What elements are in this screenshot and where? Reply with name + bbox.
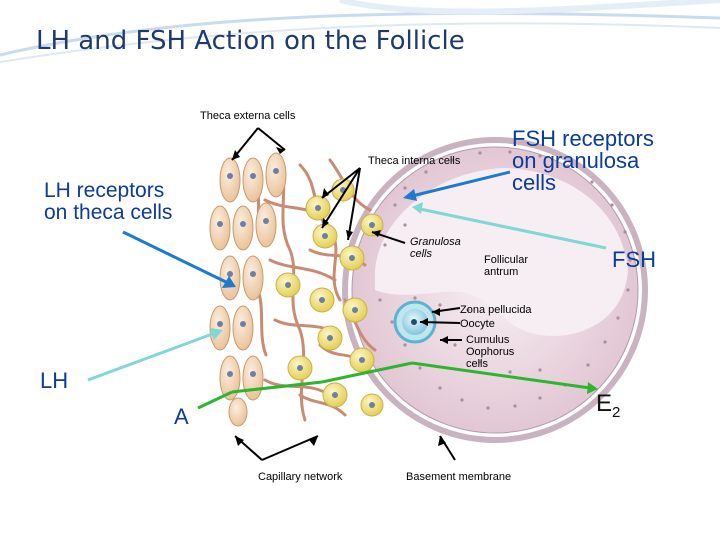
header-swoosh-1: [0, 11, 720, 57]
theca-interna-cell: [339, 245, 365, 271]
label-e2-subscript: 2: [612, 403, 621, 421]
theca-externa-cell: [242, 157, 264, 203]
theca-externa-cell: [219, 157, 241, 203]
fsh-arrow: [419, 207, 607, 250]
label-granulosa-line2: cells: [410, 248, 433, 260]
label-theca-externa: Theca externa cells: [200, 110, 296, 122]
pointer-theca-interna-3: [347, 167, 361, 241]
fsh-receptor-arrowhead: [403, 189, 417, 201]
fsh-receptor-arrow: [411, 170, 511, 198]
follicle: [342, 137, 648, 443]
label-follicular-antrum-line2: antrum: [484, 266, 519, 278]
label-cumulus-line3: cells: [466, 358, 489, 370]
label-lh: LH: [40, 368, 69, 393]
lh-arrow: [87, 331, 216, 382]
theca-interna-cell: [317, 325, 343, 351]
theca-externa-cell: [228, 397, 248, 427]
label-theca-interna: Theca interna cells: [368, 155, 461, 167]
pointer-heads: [232, 147, 448, 446]
label-fsh-receptors-line2: on granulosa: [512, 148, 640, 173]
e2-arrow: [411, 361, 591, 390]
label-a: A: [174, 404, 189, 429]
label-fsh-receptors-line1: FSH receptors: [512, 126, 654, 151]
label-e2-letter: E: [596, 390, 613, 417]
theca-externa-cell: [232, 305, 254, 351]
label-fsh-receptors: FSH receptors on granulosa cells: [512, 128, 654, 194]
label-fsh: FSH: [612, 247, 656, 272]
follicular-antrum: [375, 168, 628, 337]
theca-externa-cell: [209, 205, 231, 251]
label-cumulus-line1: Cumulus: [466, 334, 510, 346]
header-decoration: [0, 0, 720, 63]
theca-interna-cell: [305, 195, 331, 221]
e2-arrowhead: [587, 382, 598, 394]
lh-arrowhead: [210, 328, 223, 340]
label-lh-receptors: LH receptors on theca cells: [44, 180, 172, 224]
label-fsh-receptors-line3: cells: [512, 170, 557, 195]
basement-membrane-ring: [342, 137, 648, 443]
header-swoosh-3: [339, 0, 720, 15]
theca-interna-cell: [275, 272, 301, 298]
theca-externa-cell: [255, 202, 277, 248]
theca-externa-cell: [232, 205, 254, 251]
label-zona-pellucida: Zona pellucida: [460, 304, 532, 316]
theca-externa-cell: [265, 152, 287, 198]
slide-title: LH and FSH Action on the Follicle: [36, 26, 465, 56]
theca-interna-cell: [322, 382, 348, 408]
theca-interna-cell: [312, 223, 338, 249]
label-e2: E2: [596, 392, 620, 425]
oocyte-nucleus: [411, 319, 417, 325]
theca-externa-cell: [219, 355, 241, 401]
theca-interna-cell: [342, 297, 368, 323]
granulosa-cells: [378, 150, 632, 410]
theca-interna-cell: [309, 287, 335, 313]
label-lh-receptors-line2: on theca cells: [44, 201, 173, 224]
theca-interna-cells: [275, 178, 384, 417]
label-granulosa: Granulosa cells: [410, 236, 461, 260]
theca-externa-cell: [242, 255, 264, 301]
label-follicular-antrum: Follicular antrum: [484, 254, 528, 278]
label-granulosa-line1: Granulosa: [410, 236, 461, 248]
header-swoosh-2: [0, 22, 720, 63]
label-basement-membrane: Basement membrane: [406, 471, 512, 483]
pointer-theca-externa-right: [257, 127, 286, 151]
theca-interna-cell: [287, 355, 313, 381]
theca-externa-cell: [209, 305, 231, 351]
lh-receptor-arrowhead: [222, 276, 236, 288]
hormone-arrows: [87, 170, 607, 410]
theca-interna-cell: [360, 393, 384, 417]
pointer-capillary-right: [261, 435, 319, 461]
label-lh-receptors-line1: LH receptors: [44, 179, 165, 202]
label-cumulus-line2: Oophorus: [466, 346, 515, 358]
label-oocyte: Oocyte: [460, 318, 495, 330]
label-capillary-network: Capillary network: [258, 471, 343, 483]
theca-interna-cell: [349, 347, 375, 373]
theca-interna-cell: [360, 213, 384, 237]
pointer-theca-interna-2: [321, 167, 361, 229]
a-to-granulosa-line: [231, 380, 323, 394]
pointer-theca-interna-1: [321, 167, 361, 199]
theca-externa-cell: [242, 355, 264, 401]
a-arrow: [197, 390, 233, 410]
lh-receptor-arrow: [122, 230, 229, 285]
fsh-arrowhead: [412, 202, 423, 214]
label-follicular-antrum-line1: Follicular: [484, 254, 529, 266]
a-conversion-line: [321, 361, 413, 384]
label-cumulus-oophorus: Cumulus Oophorus cells: [466, 334, 514, 370]
